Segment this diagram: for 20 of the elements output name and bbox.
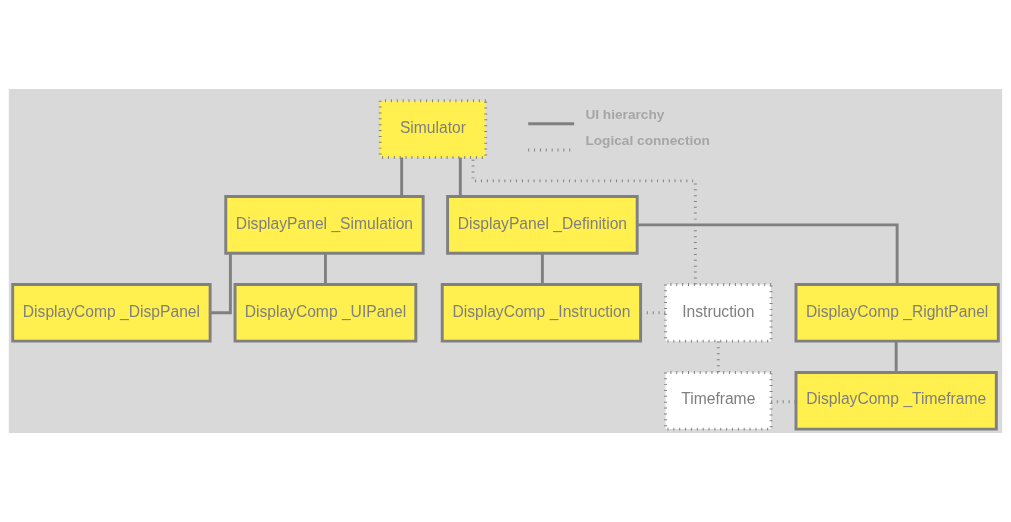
connector	[210, 253, 232, 315]
node-box: Simulator	[378, 99, 488, 159]
node-box: DisplayPanel _Simulation	[224, 195, 425, 255]
node-box: DisplayComp _Instruction	[440, 283, 643, 343]
node-box: Instruction	[664, 283, 773, 343]
node-box: DisplayComp _RightPanel	[794, 283, 1000, 343]
connector	[471, 157, 697, 285]
connector	[458, 157, 462, 197]
connector	[540, 253, 544, 285]
connector	[716, 341, 720, 373]
node-box: Timeframe	[664, 370, 773, 431]
connector	[323, 253, 327, 285]
connector	[637, 223, 899, 284]
connector	[771, 400, 796, 404]
node-box: DisplayComp _DispPanel	[11, 283, 212, 343]
node-box: DisplayPanel _Definition	[446, 195, 639, 255]
connector	[400, 157, 404, 197]
connector	[894, 341, 898, 373]
node-box: DisplayComp _Timeframe	[794, 370, 998, 431]
node-box: DisplayComp _UIPanel	[233, 283, 418, 343]
